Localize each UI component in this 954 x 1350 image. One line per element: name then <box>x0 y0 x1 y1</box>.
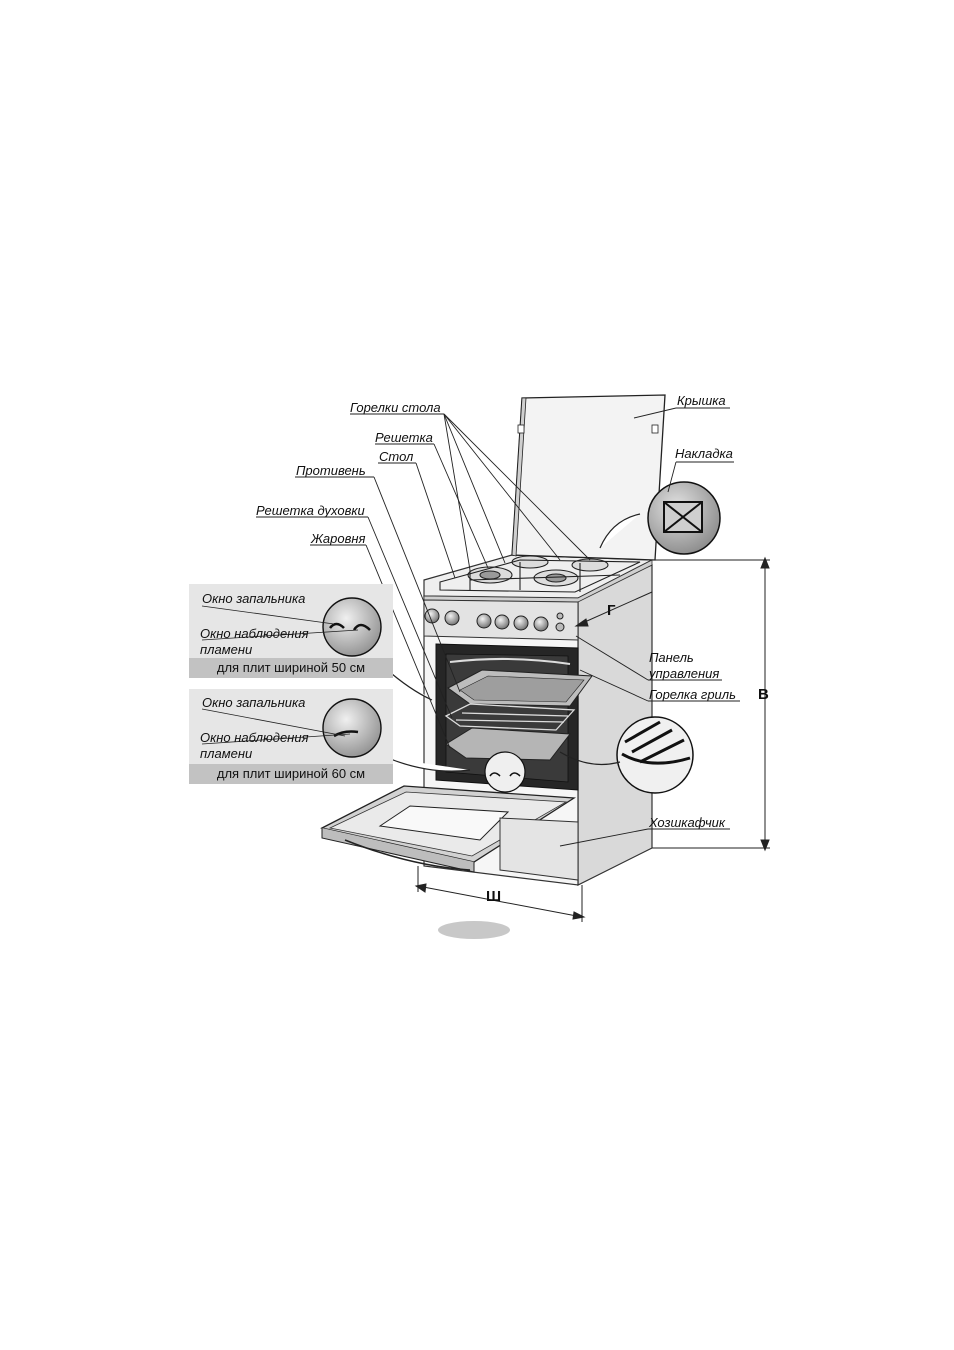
label-roaster: Жаровня <box>311 531 366 547</box>
inset-50cm-flame-label-2: пламени <box>200 642 252 658</box>
label-tray: Противень <box>296 463 366 479</box>
label-grate: Решетка <box>375 430 433 446</box>
dimension-height-label: В <box>758 687 769 703</box>
label-overlay: Накладка <box>675 446 733 462</box>
inset-60cm-flame-label-1: Окно наблюдения <box>200 730 309 746</box>
label-grill-burner: Горелка гриль <box>649 687 736 703</box>
inset-60cm-flame-label-2: пламени <box>200 746 252 762</box>
inset-60cm-caption: для плит шириной 60 см <box>189 764 393 784</box>
label-oven-rack: Решетка духовки <box>256 503 365 519</box>
inset-50cm-flame-label-1: Окно наблюдения <box>200 626 309 642</box>
inset-50cm-igniter-label: Окно запальника <box>202 591 305 607</box>
stove-lid <box>512 395 665 560</box>
inset-60cm-igniter-label: Окно запальника <box>202 695 305 711</box>
dimension-depth-label: Г <box>607 603 616 619</box>
label-lid: Крышка <box>677 393 726 409</box>
floor-shadow <box>438 921 510 939</box>
label-control-panel-2: управления <box>649 666 719 682</box>
label-table: Стол <box>379 449 413 465</box>
inset-50cm-caption: для плит шириной 50 см <box>189 658 393 678</box>
storage-drawer <box>500 818 578 880</box>
label-burners: Горелки стола <box>350 400 441 416</box>
label-control-panel-1: Панель <box>649 650 694 666</box>
height-dimension <box>652 558 770 850</box>
dimension-width-label: Ш <box>486 889 501 905</box>
label-storage: Хозшкафчик <box>649 815 725 831</box>
front-window-zoom <box>485 752 525 792</box>
